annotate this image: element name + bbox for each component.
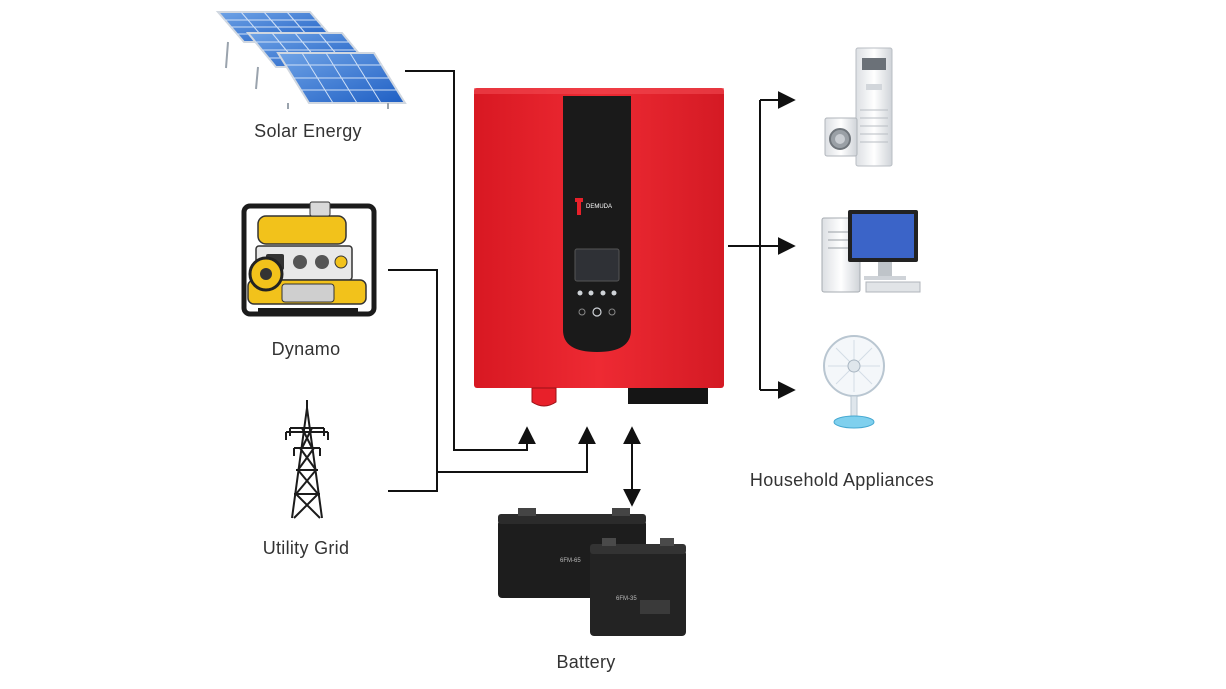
desktop-computer-icon [821,210,921,293]
solar-connector [405,70,536,451]
inverter-brand: DEMUDA [586,204,612,210]
inverter-front-panel [563,96,631,352]
inverter-buttons [577,290,617,296]
household-appliances-label: Household Appliances [749,470,935,490]
inverter-unit: DEMUDA [474,88,724,407]
inverter-black-terminal [628,388,708,404]
dynamo-label: Dynamo [271,339,341,359]
dynamo-connector [388,269,438,492]
power-button-icon [592,307,602,317]
air-conditioner-icon [855,47,893,167]
grid-connector [437,426,596,473]
battery-large-model: 6FM-65 [560,558,581,564]
washing-machine-icon [824,117,858,157]
generator-icon [241,201,377,317]
transmission-tower-icon [285,400,329,519]
battery-label: Battery [556,652,616,672]
utility-grid-label: Utility Grid [262,538,350,558]
battery-small-icon: 6FM-35 [590,538,686,636]
solar-energy-label: Solar Energy [254,121,362,141]
inverter-display [574,248,620,282]
solar-panel-icon [215,11,407,109]
connector-lines [388,70,796,507]
inverter-red-terminal [531,387,557,407]
battery-small-model: 6FM-35 [616,596,637,602]
electric-fan-icon [823,335,885,429]
